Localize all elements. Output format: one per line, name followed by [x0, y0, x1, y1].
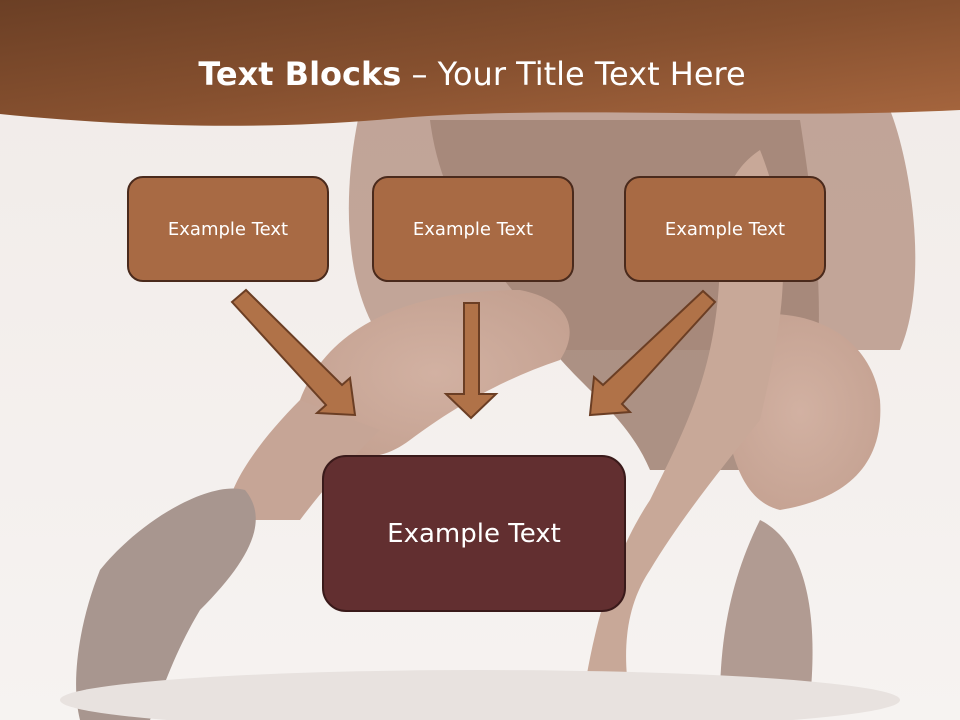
arrow-middle	[443, 302, 499, 420]
title-bold: Text Blocks	[198, 55, 402, 93]
text-block-middle-label: Example Text	[412, 218, 534, 240]
title-separator: –	[401, 55, 438, 93]
text-block-main-label: Example Text	[387, 518, 561, 549]
page-title: Text Blocks – Your Title Text Here	[0, 55, 944, 93]
header-band	[0, 0, 960, 126]
text-block-right[interactable]: Example Text	[624, 176, 826, 282]
arrow-left	[230, 288, 357, 417]
text-block-left-label: Example Text	[167, 218, 289, 240]
text-block-middle[interactable]: Example Text	[372, 176, 574, 282]
text-block-right-label: Example Text	[664, 218, 786, 240]
title-rest: Your Title Text Here	[437, 55, 746, 93]
text-block-left[interactable]: Example Text	[127, 176, 329, 282]
arrow-right	[588, 289, 717, 417]
text-block-main[interactable]: Example Text	[322, 455, 626, 612]
